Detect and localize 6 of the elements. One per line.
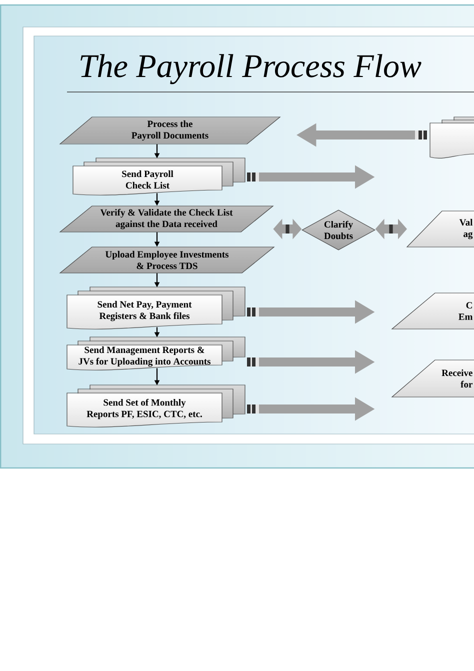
document-stack: Send Net Pay, Payment Registers & Bank files: [66, 286, 246, 330]
document-stack: Send Set of Monthly Reports PF, ESIC, CTC, etc.: [66, 384, 246, 428]
document-stack: Send Management Reports & JVs for Uploading into Accounts: [66, 336, 246, 370]
document-stack: Send Payroll Check List: [72, 158, 246, 196]
title: The Payroll Process Flow: [80, 54, 422, 84]
document-stack: [430, 116, 474, 159]
